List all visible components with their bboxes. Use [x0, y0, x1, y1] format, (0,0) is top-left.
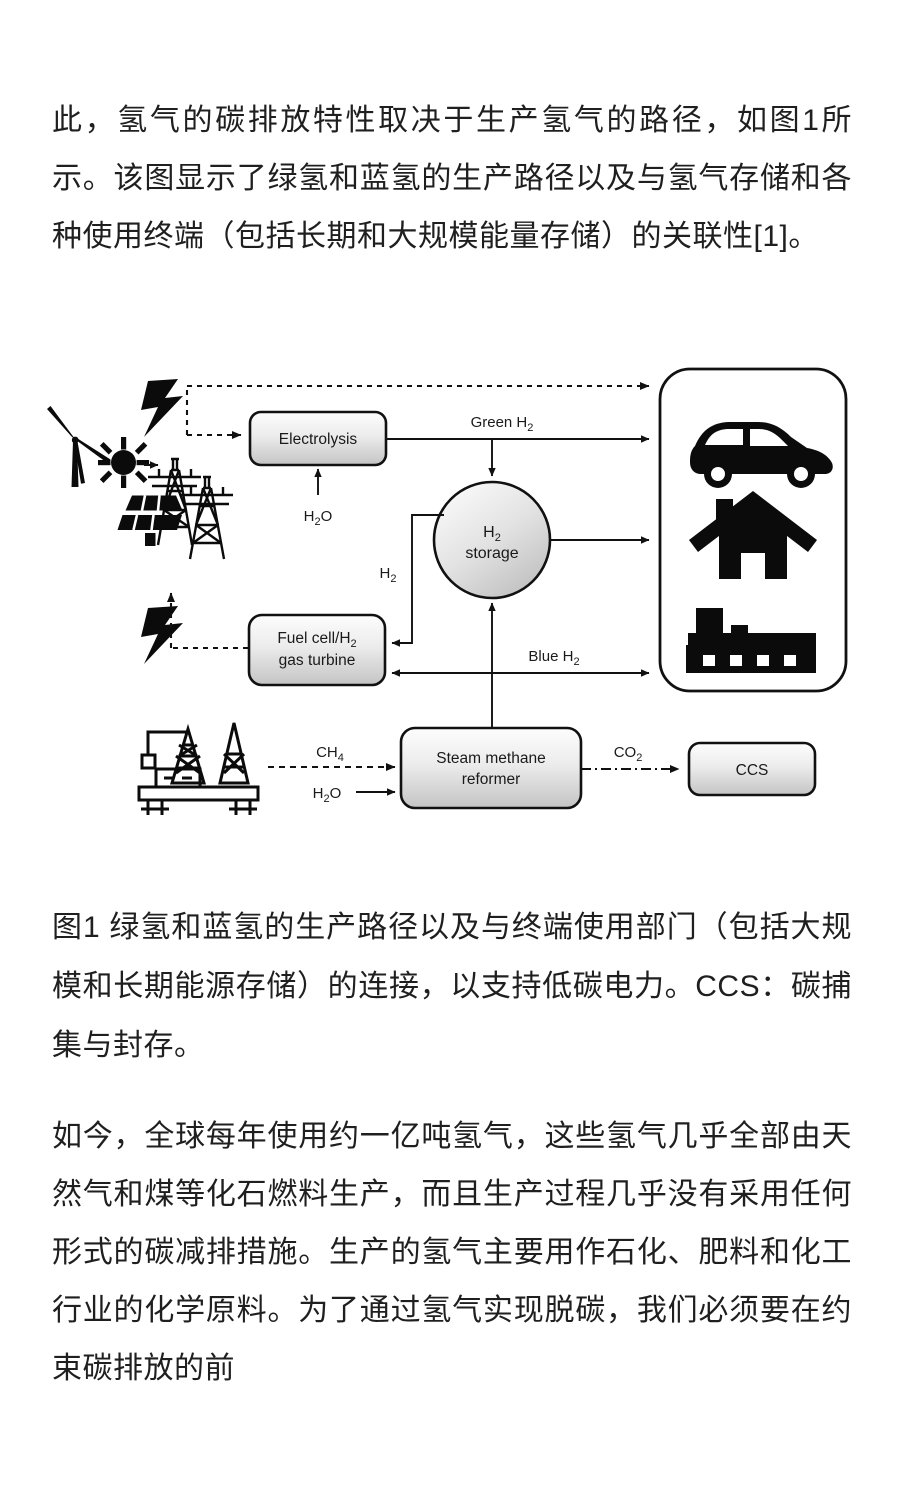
node-steam-methane-reformer[interactable]: Steam methane reformer — [399, 726, 583, 810]
oil-rig-icon — [137, 722, 260, 815]
node-h2-storage-label-line1: H2 — [483, 524, 501, 544]
edge-label-green-h2: Green H2 — [471, 414, 534, 434]
node-h2-storage[interactable]: H2 storage — [432, 480, 552, 600]
sun-icon — [98, 437, 150, 488]
house-icon — [689, 491, 817, 579]
node-ccs-label: CCS — [736, 762, 769, 779]
node-electrolysis-label: Electrolysis — [279, 431, 358, 448]
edge-label-blue-h2: Blue H2 — [528, 648, 579, 668]
electricity-dashed-network — [167, 382, 650, 650]
node-ccs[interactable]: CCS — [687, 741, 817, 797]
lightning-bolt-icon — [141, 379, 183, 437]
paragraph-bottom: 如今，全球每年使用约一亿吨氢气，这些氢气几乎全部由天然气和煤等化石燃料生产，而且… — [52, 1120, 852, 1385]
paragraph-top: 此，氢气的碳排放特性取决于生产氢气的路径，如图1所示。该图显示了绿氢和蓝氢的生产… — [52, 104, 852, 253]
wind-turbine-icon — [47, 406, 111, 487]
edge-label-h2o-electrolysis: H2O — [304, 508, 333, 528]
car-icon — [690, 422, 833, 488]
lightning-bolt-icon — [141, 606, 183, 664]
factory-icon — [686, 608, 816, 673]
figure-caption: 图1 绿氢和蓝氢的生产路径以及与终端使用部门（包括大规模和长期能源存储）的连接，… — [52, 911, 852, 1062]
edge-label-co2: CO2 — [614, 744, 643, 764]
edge-label-h2-return: H2 — [380, 565, 397, 585]
node-fuel-cell-label-line2: gas turbine — [279, 652, 356, 669]
node-end-use-sectors[interactable] — [658, 367, 848, 693]
node-electrolysis[interactable]: Electrolysis — [248, 410, 388, 467]
solar-panel-icon — [117, 495, 183, 546]
figure-hydrogen-pathways: Electrolysis Fuel cell/H2 gas turbine H2… — [40, 355, 864, 825]
node-fuel-cell[interactable]: Fuel cell/H2 gas turbine — [247, 613, 387, 687]
edge-label-h2o-smr: H2O — [313, 785, 342, 805]
transmission-tower-icon — [148, 457, 233, 560]
process-flow-arrows — [314, 435, 650, 796]
node-smr-label-line2: reformer — [462, 771, 521, 788]
node-fuel-cell-label-line1: Fuel cell/H2 — [277, 630, 356, 650]
node-smr-label-line1: Steam methane — [436, 750, 545, 767]
edge-label-ch4: CH4 — [316, 744, 344, 764]
node-h2-storage-label-line2: storage — [465, 545, 518, 562]
